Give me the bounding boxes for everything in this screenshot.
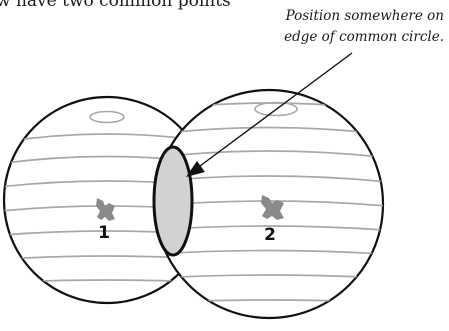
sphere-1-pole — [89, 110, 125, 124]
sphere-2-pole — [254, 101, 298, 117]
satellite-icon — [261, 195, 284, 220]
callout-line-2: edge of common circle. — [284, 29, 444, 45]
arrow-icon — [186, 52, 353, 177]
satellite-2-label: 2 — [264, 225, 276, 245]
common-circle — [152, 145, 194, 257]
satellite-1-label: 1 — [98, 223, 110, 243]
callout-text: Position somewhere on edge of common cir… — [270, 6, 444, 48]
heading-text: w have two common points — [0, 0, 231, 11]
callout-line-1: Position somewhere on — [285, 8, 444, 24]
satellite-icon — [96, 198, 115, 221]
